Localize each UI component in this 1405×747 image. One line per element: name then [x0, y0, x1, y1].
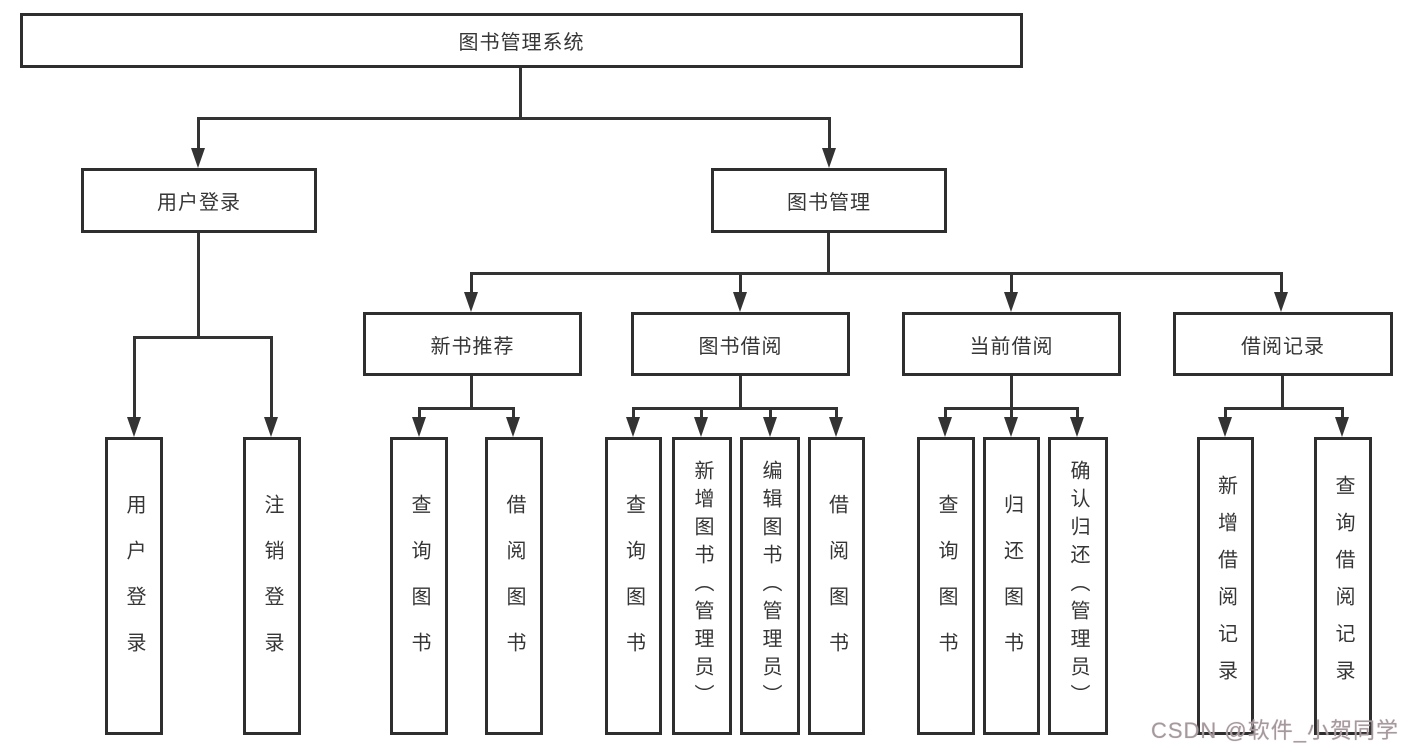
- node-label: 用户登录: [157, 192, 241, 214]
- connector-drop-borrow-record: [1280, 272, 1283, 294]
- node-label: 图书借阅: [698, 335, 783, 358]
- leaf-label: 借阅图书: [825, 494, 848, 678]
- connector-newrec-stem: [470, 376, 473, 407]
- connector-record-bar: [1224, 407, 1343, 410]
- leaf-label: 注销登录: [261, 494, 283, 678]
- connector-root-bar: [197, 117, 831, 120]
- arrowhead-icon: [733, 292, 747, 312]
- connector-bookmgmt-stem: [827, 233, 830, 272]
- arrowhead-icon: [829, 417, 843, 437]
- arrowhead-icon: [626, 417, 640, 437]
- connector-drop: [512, 407, 515, 419]
- connector-drop: [1224, 407, 1227, 419]
- leaf-label: 查询借阅记录: [1332, 475, 1354, 697]
- leaf-add-books-admin: 新增图书（管理员）: [672, 437, 732, 735]
- connector-drop: [632, 407, 635, 419]
- connector-userlogin-bar: [133, 336, 272, 339]
- leaf-label: 确认归还（管理员）: [1067, 460, 1089, 712]
- leaf-logout: 注销登录: [243, 437, 301, 735]
- arrowhead-icon: [191, 148, 205, 168]
- connector-userlogin-stem: [197, 233, 200, 336]
- leaf-add-borrow-record: 新增借阅记录: [1197, 437, 1254, 735]
- connector-bookmgmt-bar: [470, 272, 1282, 275]
- leaf-edit-books-admin: 编辑图书（管理员）: [740, 437, 800, 735]
- leaf-label: 查询图书: [935, 494, 957, 678]
- connector-drop-current-borrow: [1010, 272, 1013, 294]
- connector-drop: [944, 407, 947, 419]
- connector-drop-user-login: [197, 117, 200, 150]
- connector-current-stem: [1010, 376, 1013, 407]
- arrowhead-icon: [264, 417, 278, 437]
- connector-drop-leaf-logout: [270, 336, 273, 420]
- connector-drop: [1341, 407, 1344, 419]
- node-root-library-system: 图书管理系统: [20, 13, 1023, 68]
- leaf-borrow-books: 借阅图书: [808, 437, 865, 735]
- node-label: 新书推荐: [430, 335, 515, 358]
- arrowhead-icon: [822, 148, 836, 168]
- arrowhead-icon: [127, 417, 141, 437]
- leaf-label: 新增借阅记录: [1214, 475, 1237, 697]
- node-new-book-recommend: 新书推荐: [363, 312, 582, 376]
- connector-drop: [700, 407, 703, 419]
- connector-borrow-stem: [739, 376, 742, 407]
- connector-drop-leaf-login: [133, 336, 136, 420]
- connector-root-stem: [519, 68, 522, 117]
- leaf-query-books-newrec: 查询图书: [390, 437, 448, 735]
- arrowhead-icon: [1335, 417, 1349, 437]
- connector-drop-new-recommend: [470, 272, 473, 294]
- arrowhead-icon: [1004, 417, 1018, 437]
- connector-drop: [835, 407, 838, 419]
- arrowhead-icon: [694, 417, 708, 437]
- arrowhead-icon: [763, 417, 777, 437]
- leaf-query-borrow-record: 查询借阅记录: [1314, 437, 1372, 735]
- arrowhead-icon: [464, 292, 478, 312]
- leaf-return-books: 归还图书: [983, 437, 1040, 735]
- connector-drop: [769, 407, 772, 419]
- connector-drop: [418, 407, 421, 419]
- leaf-borrow-books-newrec: 借阅图书: [485, 437, 543, 735]
- connector-drop-book-mgmt: [828, 117, 831, 150]
- node-user-login: 用户登录: [81, 168, 317, 233]
- node-borrow-record: 借阅记录: [1173, 312, 1393, 376]
- arrowhead-icon: [506, 417, 520, 437]
- leaf-label: 查询图书: [408, 494, 430, 678]
- arrowhead-icon: [1218, 417, 1232, 437]
- node-book-borrow: 图书借阅: [631, 312, 850, 376]
- arrowhead-icon: [1070, 417, 1084, 437]
- connector-drop-book-borrow: [739, 272, 742, 294]
- leaf-label: 查询图书: [622, 494, 645, 678]
- node-book-management: 图书管理: [711, 168, 947, 233]
- leaf-label: 新增图书（管理员）: [691, 460, 713, 712]
- node-label: 借阅记录: [1241, 335, 1325, 358]
- leaf-label: 编辑图书（管理员）: [759, 460, 781, 712]
- leaf-query-books-borrow: 查询图书: [605, 437, 662, 735]
- connector-drop: [1010, 407, 1013, 419]
- node-current-borrow: 当前借阅: [902, 312, 1121, 376]
- leaf-confirm-return-admin: 确认归还（管理员）: [1048, 437, 1108, 735]
- connector-record-stem: [1281, 376, 1284, 407]
- node-label: 图书管理系统: [458, 32, 585, 54]
- arrowhead-icon: [1004, 292, 1018, 312]
- node-label: 图书管理: [787, 192, 871, 214]
- leaf-label: 归还图书: [1000, 494, 1023, 678]
- leaf-label: 用户登录: [123, 494, 145, 678]
- arrowhead-icon: [412, 417, 426, 437]
- connector-drop: [1076, 407, 1079, 419]
- node-label: 当前借阅: [969, 335, 1054, 358]
- arrowhead-icon: [1274, 292, 1288, 312]
- arrowhead-icon: [938, 417, 952, 437]
- leaf-label: 借阅图书: [503, 494, 525, 678]
- connector-borrow-bar: [632, 407, 838, 410]
- leaf-query-books-current: 查询图书: [917, 437, 975, 735]
- leaf-user-login: 用户登录: [105, 437, 163, 735]
- csdn-watermark: CSDN @软件_小贺同学: [1150, 718, 1399, 743]
- connector-newrec-bar: [418, 407, 515, 410]
